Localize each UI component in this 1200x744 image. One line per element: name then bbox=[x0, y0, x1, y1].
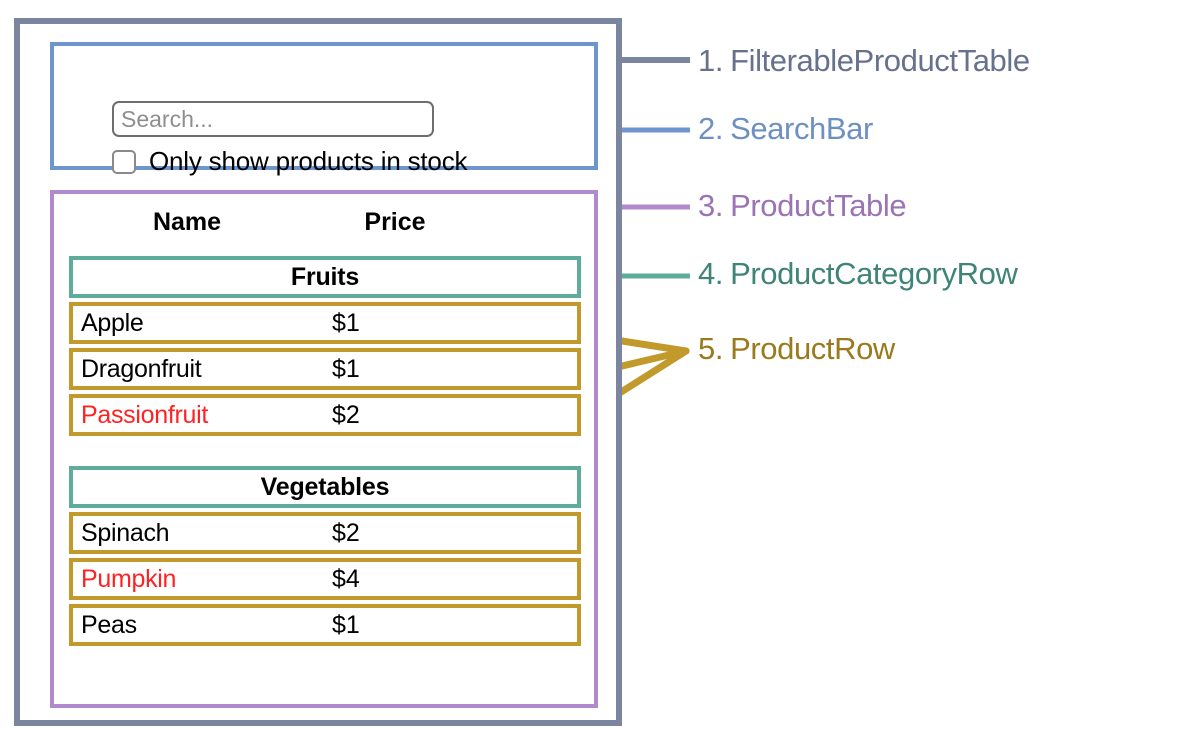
search-input[interactable] bbox=[112, 101, 434, 137]
product-price: $2 bbox=[332, 518, 360, 547]
legend-number: 4. bbox=[698, 256, 724, 291]
product-row: Passionfruit $2 bbox=[69, 394, 581, 436]
legend-label: FilterableProductTable bbox=[730, 43, 1030, 78]
product-name: Passionfruit bbox=[81, 400, 209, 429]
product-row: Peas $1 bbox=[69, 604, 581, 646]
product-price: $1 bbox=[332, 354, 360, 383]
group-spacer bbox=[69, 440, 581, 466]
product-price: $1 bbox=[332, 610, 360, 639]
legend-number: 5. bbox=[698, 331, 724, 366]
product-price: $2 bbox=[332, 400, 360, 429]
product-category-label: Fruits bbox=[290, 262, 360, 291]
product-row: Dragonfruit $1 bbox=[69, 348, 581, 390]
legend-item-filterableproducttable: 1.FilterableProductTable bbox=[698, 43, 1030, 79]
product-category-label: Vegetables bbox=[260, 472, 390, 501]
search-bar: Only show products in stock bbox=[50, 42, 598, 176]
legend-number: 2. bbox=[698, 111, 724, 146]
product-name: Pumpkin bbox=[81, 564, 177, 593]
stock-filter-row[interactable]: Only show products in stock bbox=[112, 146, 467, 177]
legend-label: ProductCategoryRow bbox=[730, 256, 1018, 291]
product-row: Spinach $2 bbox=[69, 512, 581, 554]
legend-number: 3. bbox=[698, 188, 724, 223]
legend-label: SearchBar bbox=[730, 111, 873, 146]
product-table-header: Name Price bbox=[54, 208, 594, 237]
product-category-row: Vegetables bbox=[69, 466, 581, 508]
legend-label: ProductTable bbox=[730, 188, 907, 223]
product-price: $4 bbox=[332, 564, 360, 593]
product-name: Spinach bbox=[81, 518, 170, 547]
filterable-product-table: Only show products in stock Name Price F… bbox=[14, 18, 622, 726]
column-header-price: Price bbox=[364, 208, 426, 236]
product-category-row: Fruits bbox=[69, 256, 581, 298]
legend-item-productrow: 5.ProductRow bbox=[698, 331, 895, 367]
only-in-stock-label: Only show products in stock bbox=[149, 146, 468, 176]
only-in-stock-checkbox[interactable] bbox=[112, 149, 136, 174]
product-name: Apple bbox=[81, 308, 144, 337]
legend-item-producttable: 3.ProductTable bbox=[698, 188, 907, 224]
legend-item-searchbar: 2.SearchBar bbox=[698, 111, 873, 147]
legend-item-productcategoryrow: 4.ProductCategoryRow bbox=[698, 256, 1018, 292]
product-name: Dragonfruit bbox=[81, 354, 202, 383]
product-row: Apple $1 bbox=[69, 302, 581, 344]
product-row: Pumpkin $4 bbox=[69, 558, 581, 600]
product-price: $1 bbox=[332, 308, 360, 337]
product-table-rows: Fruits Apple $1 Dragonfruit $1 Passionfr… bbox=[69, 256, 581, 650]
column-header-name: Name bbox=[152, 208, 222, 236]
legend-number: 1. bbox=[698, 43, 724, 78]
product-table: Name Price Fruits Apple $1 Dragonfruit $… bbox=[50, 190, 598, 708]
product-name: Peas bbox=[81, 610, 137, 639]
legend-label: ProductRow bbox=[730, 331, 895, 366]
